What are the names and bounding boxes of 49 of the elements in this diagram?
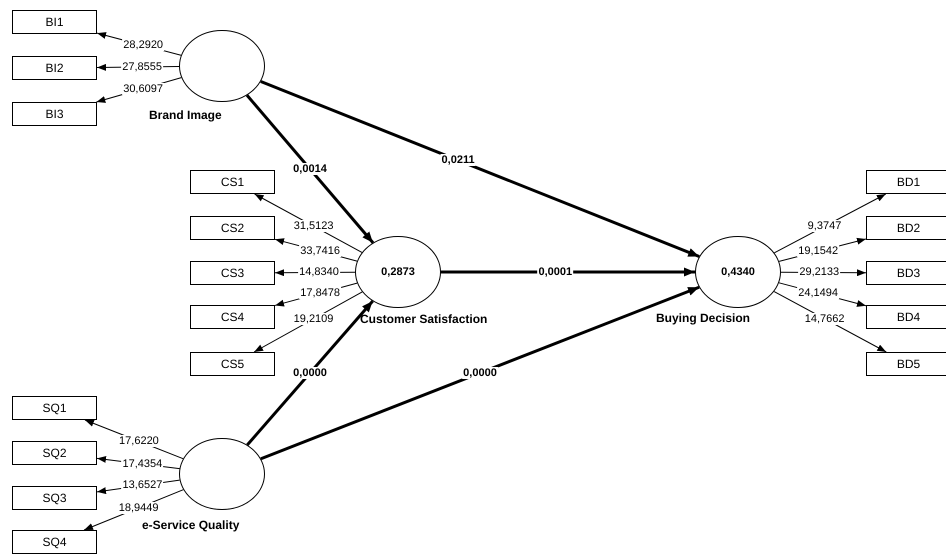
construct-name: Customer Satisfaction <box>360 312 488 326</box>
indicator-box: CS4 <box>190 305 275 329</box>
indicator-box: SQ2 <box>12 441 97 465</box>
r-squared-value: 0,4340 <box>721 266 755 278</box>
indicator-box: BI3 <box>12 102 97 126</box>
r-squared-value: 0,2873 <box>381 266 415 278</box>
path-arrow <box>260 286 700 460</box>
edge-label: 17,8478 <box>299 287 342 300</box>
indicator-box: BD1 <box>866 170 946 194</box>
edge-label: 18,9449 <box>118 502 160 514</box>
indicator-box: BD5 <box>866 352 946 376</box>
indicator-box: SQ1 <box>12 396 97 420</box>
indicator-box: SQ4 <box>12 530 97 554</box>
indicator-box: CS2 <box>190 216 275 240</box>
construct-name: Brand Image <box>149 108 222 122</box>
edge-label: 9,3747 <box>806 220 842 232</box>
edge-label: 31,5123 <box>292 220 334 232</box>
edge-label: 0,0014 <box>292 163 328 175</box>
edge-label: 0,0001 <box>537 266 574 278</box>
edge-label: 0,0000 <box>462 367 498 379</box>
edge-label: 29,2133 <box>798 266 840 278</box>
edge-label: 33,7416 <box>299 245 341 258</box>
path-arrow <box>260 80 700 258</box>
edge-label: 0,0211 <box>440 154 476 166</box>
indicator-box: CS5 <box>190 352 275 376</box>
indicator-box: BD3 <box>866 261 946 285</box>
edge-label: 24,1494 <box>797 287 840 300</box>
indicator-box: BI2 <box>12 56 97 80</box>
edge-label: 19,1542 <box>797 245 840 258</box>
indicator-box: BI1 <box>12 10 97 34</box>
indicator-box: CS3 <box>190 261 275 285</box>
edge-label: 27,8555 <box>121 60 163 73</box>
path-arrow <box>246 300 374 446</box>
edge-label: 17,4354 <box>121 458 164 470</box>
indicator-box: CS1 <box>190 170 275 194</box>
indicator-box: BD4 <box>866 305 946 329</box>
edge-label: 0,0000 <box>292 367 328 379</box>
path-arrow <box>246 94 374 244</box>
indicator-box: BD2 <box>866 216 946 240</box>
edge-label: 14,7662 <box>804 312 846 325</box>
construct-name: e-Service Quality <box>142 518 240 532</box>
edge-label: 14,8340 <box>298 266 340 278</box>
edge-label: 13,6527 <box>122 479 164 492</box>
indicator-box: SQ3 <box>12 486 97 510</box>
edge-label: 30,6097 <box>122 82 164 95</box>
edge-label: 17,6220 <box>118 435 160 448</box>
edge-label: 19,2109 <box>292 312 334 325</box>
construct-name: Buying Decision <box>656 311 750 325</box>
edge-label: 28,2920 <box>122 39 164 52</box>
